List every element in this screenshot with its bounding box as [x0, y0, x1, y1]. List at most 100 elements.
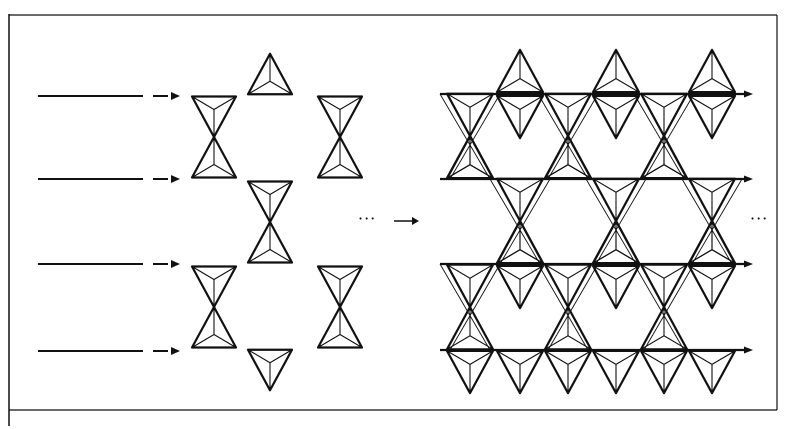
right-bowtie-r3-2-bottom-edge-2 [567, 335, 592, 350]
left-bowtie-b-top [190, 265, 238, 309]
right-tetra-top-2-outline [591, 48, 641, 94]
right-tetra-r3-up-2-edge-1 [592, 249, 617, 264]
right-bowtie-r3-3-bottom-outline [639, 305, 689, 351]
left-bowtie-d-top-outline [316, 95, 364, 139]
right-tetra-top-3 [687, 48, 737, 94]
right-tetra-r1-down-2-edge-2 [615, 95, 640, 110]
right-tetra-bottom-b-2 [591, 349, 641, 395]
left-bowtie-a-top-edge-2 [213, 96, 237, 110]
right-bowtie-r2-2-top-outline [591, 177, 641, 223]
right-bowtie-r1-3-top [639, 92, 689, 138]
kagome-link [643, 263, 695, 351]
right-tetra-r2-up-1-edge-1 [446, 164, 471, 179]
right-bowtie-r3-2-bottom-outline [543, 305, 593, 351]
right-bowtie-r3-2-top [543, 263, 593, 309]
kagome-link [681, 178, 733, 265]
left-tetra-bottom [246, 348, 294, 392]
right-tetra-bottom-1-edge-2 [469, 350, 494, 365]
left-tetra-bottom-outline [246, 348, 294, 392]
right-tetra-top-2-edge-2 [615, 78, 640, 93]
right-tetra-r1-down-3-edge-1 [688, 95, 713, 110]
right-tetra-r1-down-3-edge-2 [711, 95, 736, 110]
right-bowtie-r2-1-top-edge-2 [519, 178, 544, 193]
left-bowtie-e-top-outline [316, 265, 364, 309]
right-tetra-r1-down-3-outline [687, 94, 737, 140]
kagome-link [537, 93, 589, 180]
right-tetra-r3-up-3-outline [687, 219, 737, 265]
right-bowtie-r1-1-top-outline [445, 92, 495, 138]
left-bowtie-d-top-edge-1 [317, 96, 341, 110]
kagome-link [633, 263, 685, 351]
right-tetra-bottom-b-3 [687, 349, 737, 395]
right-tetra-bottom-3 [639, 349, 689, 395]
right-bowtie-r2-1-top-outline [495, 177, 545, 223]
right-bowtie-r3-1-top-edge-2 [469, 264, 494, 279]
right-bowtie-r1-3-top-outline [639, 92, 689, 138]
left-bowtie-a-bottom-outline [190, 135, 238, 179]
kagome-link [633, 93, 685, 180]
transition-arrow [394, 217, 419, 225]
left-bowtie-e-top-edge-1 [317, 266, 341, 280]
left-bowtie-b-bottom-outline [190, 305, 238, 349]
left-bowtie-a-top [190, 95, 238, 139]
right-bowtie-r3-3-top-edge-1 [640, 264, 665, 279]
right-tetra-r3-down-2-outline [591, 264, 641, 310]
left-bowtie-d-bottom-edge-2 [339, 164, 363, 178]
right-bowtie-r3-1-top [445, 263, 495, 309]
kagome-link [643, 93, 695, 180]
right-bowtie-r3-2-top-outline [543, 263, 593, 309]
right-tetra-r3-up-2-edge-2 [615, 249, 640, 264]
left-chain-arrowhead [171, 347, 180, 355]
left-tetra-bottom-edge-2 [269, 349, 293, 364]
right-tetra-bottom-3-edge-2 [663, 350, 688, 365]
left-bowtie-a-bottom-edge-2 [213, 164, 237, 178]
right-tetra-bottom-3-edge-1 [640, 350, 665, 365]
right-ellipsis: ··· [750, 209, 768, 228]
left-bowtie-e-bottom [316, 305, 364, 349]
right-tetra-bottom-2-edge-2 [567, 350, 592, 365]
left-tetra-top-edge-1 [247, 80, 271, 95]
left-chain-arrowhead [171, 175, 180, 183]
right-bowtie-r3-1-top-outline [445, 263, 495, 309]
right-tetra-bottom-3-outline [639, 349, 689, 395]
right-bowtie-r3-1-bottom-edge-2 [469, 335, 494, 350]
right-tetra-r3-up-1-edge-2 [519, 249, 544, 264]
left-bowtie-b-top-outline [190, 265, 238, 309]
left-bowtie-a-top-edge-1 [191, 96, 215, 110]
right-bowtie-r2-3-top [687, 177, 737, 223]
right-tetra-r3-down-1-edge-1 [496, 265, 521, 280]
right-bowtie-r3-2-bottom [543, 305, 593, 351]
right-chain-arrowhead [744, 90, 753, 98]
right-panel [439, 48, 753, 395]
left-chain-arrow-4 [38, 347, 180, 355]
left-bowtie-e-bottom-outline [316, 305, 364, 349]
figure-frame: ··· ··· [8, 14, 778, 426]
right-tetra-r2-up-1-outline [445, 134, 495, 180]
right-tetra-r3-down-1-edge-2 [519, 265, 544, 280]
right-tetra-r2-up-3-outline [639, 134, 689, 180]
right-tetra-r3-up-3 [687, 219, 737, 265]
left-bowtie-a-bottom-edge-1 [191, 164, 215, 178]
kagome-link [547, 263, 599, 351]
right-tetra-r1-down-3 [687, 94, 737, 140]
right-tetra-r2-up-3 [639, 134, 689, 180]
kagome-links [439, 93, 743, 351]
right-tetra-r3-down-2-edge-2 [615, 265, 640, 280]
left-bowtie-d-top [316, 95, 364, 139]
right-tetra-r2-up-3-edge-2 [663, 164, 688, 179]
right-tetra-r3-up-2-outline [591, 219, 641, 265]
right-bowtie-r3-3-bottom [639, 305, 689, 351]
right-tetra-top-1 [495, 48, 545, 94]
kagome-link [449, 93, 501, 180]
right-bowtie-r3-1-top-edge-1 [446, 264, 471, 279]
right-tetra-r2-up-3-edge-1 [640, 164, 665, 179]
left-bowtie-b-bottom [190, 305, 238, 349]
right-bowtie-r1-3-top-edge-2 [663, 93, 688, 108]
left-ellipsis: ··· [358, 209, 376, 228]
kagome-link [489, 178, 541, 265]
right-tetra-bottom-b-2-edge-1 [592, 350, 617, 365]
right-bowtie-r1-1-top-edge-2 [469, 93, 494, 108]
left-bowtie-e-bottom-edge-1 [317, 334, 341, 348]
right-tetra-top-3-outline [687, 48, 737, 94]
left-bowtie-c-top-outline [246, 180, 294, 224]
